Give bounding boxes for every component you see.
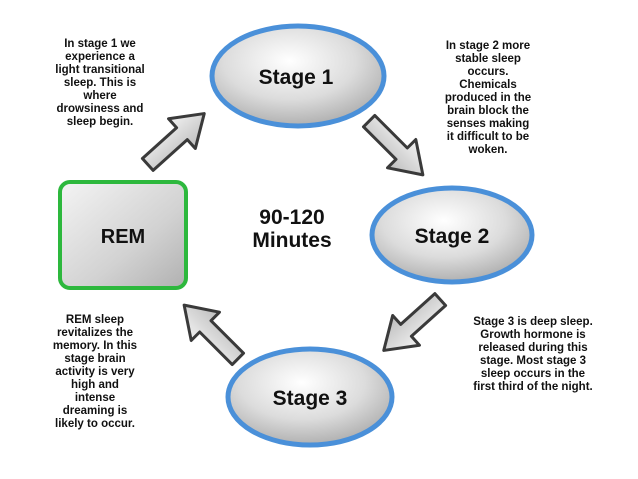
rem-description: REM sleep revitalizes the memory. In thi… (52, 314, 138, 430)
stage3-description: Stage 3 is deep sleep. Growth hormone is… (473, 316, 593, 393)
stage2-description: In stage 2 more stable sleep occurs. Che… (444, 40, 532, 156)
stage1-description: In stage 1 we experience a light transit… (55, 38, 145, 128)
stage3-node: Stage 3 (225, 346, 395, 448)
stage3-label: Stage 3 (273, 387, 348, 410)
stage2-label: Stage 2 (415, 225, 490, 248)
rem-node: REM (58, 180, 188, 290)
stage1-node: Stage 1 (209, 23, 387, 129)
arrow-stage2-to-stage3 (368, 283, 456, 367)
rem-label: REM (101, 226, 145, 248)
stage2-node: Stage 2 (369, 185, 535, 285)
arrow-stage3-to-rem (168, 289, 254, 375)
cycle-duration-label: 90-120 Minutes (252, 206, 332, 252)
stage1-label: Stage 1 (259, 66, 334, 89)
